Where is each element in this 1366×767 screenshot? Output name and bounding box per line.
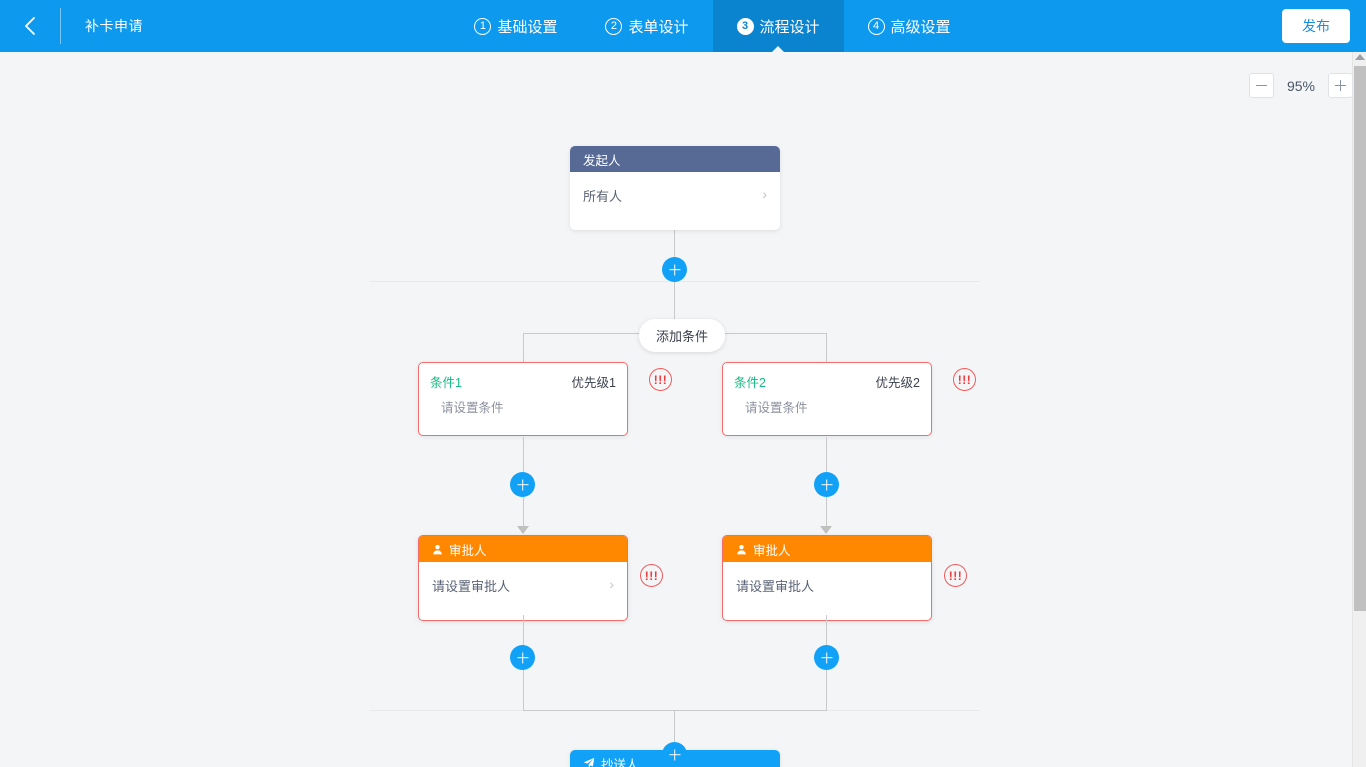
tab-label: 流程设计 [759,18,820,36]
add-condition-button[interactable]: 添加条件 [639,319,726,352]
branch-bar-bottom [523,710,827,711]
tab-number: 1 [474,17,492,35]
caret-up-icon[interactable] [1354,54,1365,60]
connector-trunk-to-split [674,280,675,322]
condition-1-header: 条件1 优先级1 [419,363,627,391]
tab-process-design[interactable]: 3 流程设计 [712,0,844,52]
node-approver-2-body[interactable]: 请设置审批人 [723,562,931,620]
node-approver-1[interactable]: 审批人 请设置审批人 › [418,535,628,621]
condition-1-desc: 请设置条件 [441,401,504,415]
node-approver-2-header: 审批人 [723,536,931,562]
add-node-button-after-initiator[interactable] [662,257,687,282]
arrow-head-approver2 [820,526,832,534]
condition-1-priority: 优先级1 [571,376,616,390]
connector-merge-to-plus [674,710,675,742]
send-icon [583,757,595,767]
node-approver-2-title: 审批人 [753,543,791,558]
node-initiator-value: 所有人 [583,189,623,204]
node-approver-1-value: 请设置审批人 [432,579,511,594]
wizard-tabs: 1 基础设置 2 表单设计 3 流程设计 4 高级设置 [143,0,1282,52]
chevron-right-icon: › [762,186,767,202]
tab-number: 2 [605,17,623,35]
condition-2-header: 条件2 优先级2 [723,363,931,391]
add-node-button-after-branches[interactable] [662,742,687,767]
condition-1-name: 条件1 [430,376,462,390]
connector-approver2-to-plus [826,615,827,645]
zoom-out-button[interactable] [1249,73,1274,98]
chevron-right-icon: › [609,576,614,592]
branch-drop-right [826,333,827,362]
connector-cond1-to-plus [523,437,524,472]
condition-2-desc: 请设置条件 [745,401,808,415]
node-initiator-header: 发起人 [570,146,780,172]
node-condition-1[interactable]: 条件1 优先级1 请设置条件 [418,362,628,436]
node-approver-1-body[interactable]: 请设置审批人 › [419,562,627,620]
branch-drop-left [523,333,524,362]
user-icon [737,544,746,554]
tab-label: 基础设置 [497,18,558,36]
connector-plus-to-approver1 [523,497,524,533]
node-initiator[interactable]: 发起人 所有人 › [570,146,780,230]
condition-1-warning-badge[interactable]: !!! [649,368,672,391]
node-condition-2[interactable]: 条件2 优先级2 请设置条件 [722,362,932,436]
approver-1-warning-badge[interactable]: !!! [640,564,663,587]
user-icon [433,544,442,554]
add-node-button-branch-2-lower[interactable] [814,645,839,670]
tab-label: 高级设置 [890,18,951,36]
approver-2-warning-badge[interactable]: !!! [944,564,967,587]
tab-number: 3 [736,17,754,35]
app-header: 补卡申请 1 基础设置 2 表单设计 3 流程设计 4 高级设置 发布 [0,0,1366,52]
node-initiator-title: 发起人 [583,153,621,168]
condition-2-warning-badge[interactable]: !!! [953,368,976,391]
condition-2-priority: 优先级2 [875,376,920,390]
node-approver-2[interactable]: 审批人 请设置审批人 [722,535,932,621]
connector-branch2-to-merge [826,670,827,710]
page-title: 补卡申请 [85,18,143,34]
node-approver-2-value: 请设置审批人 [736,579,815,594]
add-node-button-branch-2-upper[interactable] [814,472,839,497]
header-actions: 发布 [1282,0,1366,52]
zoom-level: 95% [1286,77,1316,94]
connector-plus-to-approver2 [826,497,827,533]
flow-stage: 发起人 所有人 › 添加条件 条件1 优先级1 请设置条件 !!! [0,52,1366,767]
node-initiator-body[interactable]: 所有人 › [570,172,780,230]
connector-cond2-to-plus [826,437,827,472]
connector-branch1-to-merge [523,670,524,710]
tab-advanced-settings[interactable]: 4 高级设置 [844,0,975,52]
tab-form-design[interactable]: 2 表单设计 [581,0,712,52]
zoom-control: 95% [1249,73,1353,98]
tab-label: 表单设计 [628,18,689,36]
tab-number: 4 [867,17,885,35]
connector-approver1-to-plus [523,615,524,645]
header-divider [60,8,61,44]
flow-canvas[interactable]: 95% 发起人 所有人 › 添加条 [0,52,1366,767]
add-node-button-branch-1-lower[interactable] [510,645,535,670]
add-node-button-branch-1-upper[interactable] [510,472,535,497]
chevron-left-icon [25,17,35,35]
back-button[interactable] [0,0,60,52]
node-approver-1-title: 审批人 [449,543,487,558]
scrollbar-thumb[interactable] [1354,66,1366,611]
node-approver-1-header: 审批人 [419,536,627,562]
canvas-scrollbar[interactable] [1352,52,1366,767]
zoom-in-button[interactable] [1328,73,1353,98]
node-cc-title: 抄送人 [601,757,639,767]
arrow-head-approver1 [517,526,529,534]
tab-basic-settings[interactable]: 1 基础设置 [450,0,581,52]
publish-button[interactable]: 发布 [1282,9,1350,43]
condition-2-name: 条件2 [734,376,766,390]
